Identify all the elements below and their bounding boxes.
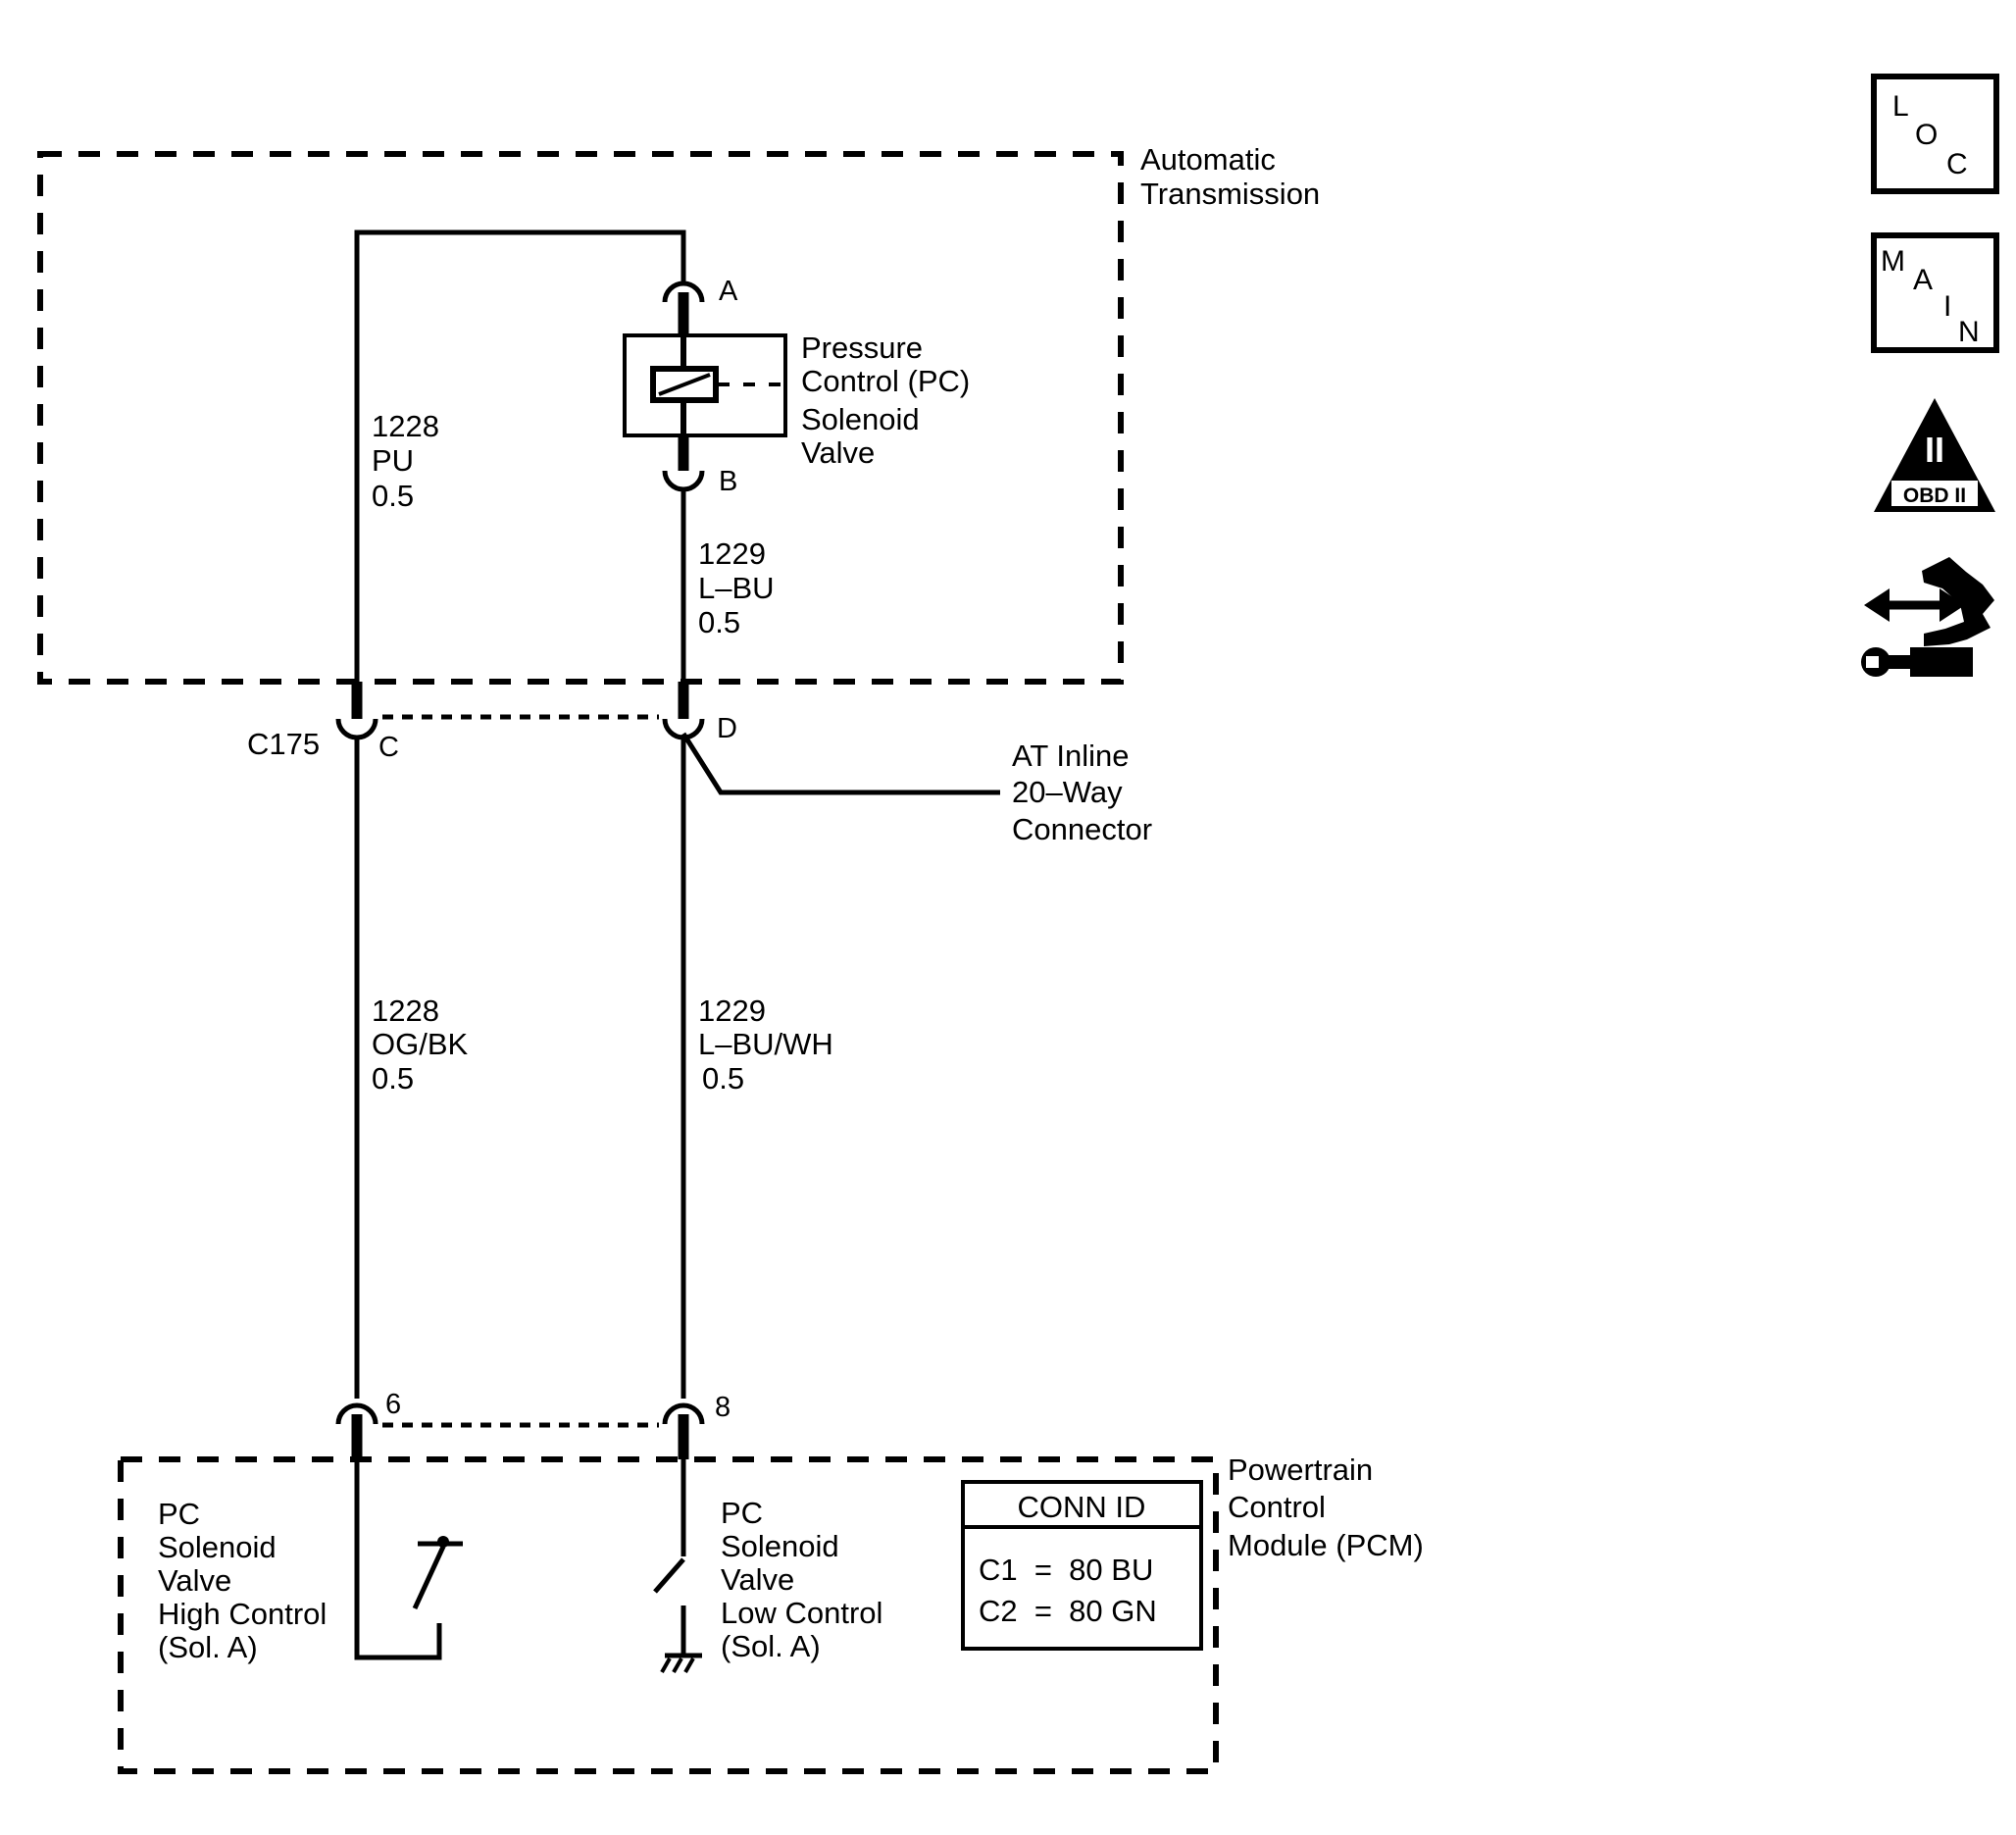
low-control-switch-blade xyxy=(653,1557,685,1594)
obd-ii-roman: II xyxy=(1925,430,1944,470)
high-control-line2: Solenoid xyxy=(158,1530,277,1564)
c175-leader-line xyxy=(680,732,1000,795)
obd-ii-label: OBD II xyxy=(1903,484,1966,507)
pin-a-terminal xyxy=(662,280,705,303)
pin-b-terminal xyxy=(662,470,705,492)
wire-1229-upper-gauge: 0.5 xyxy=(698,605,740,639)
wire-1228-pu xyxy=(354,229,686,682)
loc-letter-l: L xyxy=(1892,90,1909,123)
arrow-right-head xyxy=(1940,588,1965,622)
high-control-line4: High Control xyxy=(158,1597,327,1631)
pcm-label-line2: Control xyxy=(1228,1490,1326,1524)
pcm-pin-8-terminal xyxy=(662,1402,705,1425)
low-control-line3: Valve xyxy=(721,1562,794,1597)
high-control-line3: Valve xyxy=(158,1563,231,1598)
wire-1228-lower-circuit: 1228 xyxy=(372,994,439,1028)
wire-1228-upper-circuit: 1228 xyxy=(372,409,439,443)
low-control-line4: Low Control xyxy=(721,1596,882,1630)
low-control-line2: Solenoid xyxy=(721,1529,839,1563)
main-letter-n: N xyxy=(1958,316,1980,348)
main-letter-i: I xyxy=(1943,290,1951,323)
wire-1228-lower-gauge: 0.5 xyxy=(372,1061,414,1096)
solenoid-label-line3: Solenoid xyxy=(801,402,920,436)
c175-pin-d: D xyxy=(717,713,737,744)
loc-letter-o: O xyxy=(1915,119,1938,151)
pcm-pin-6: 6 xyxy=(385,1389,401,1420)
c175-pin-c: C xyxy=(378,732,399,763)
wire-1229-upper-color: L–BU xyxy=(698,571,775,605)
main-icon-frame xyxy=(1871,232,1999,353)
loc-icon[interactable]: L O C xyxy=(1871,74,1999,194)
low-control-line5: (Sol. A) xyxy=(721,1629,821,1663)
solenoid-label-line4: Valve xyxy=(801,435,875,470)
pcm-label-line3: Module (PCM) xyxy=(1228,1528,1424,1562)
solenoid-label-line2: Control (PC) xyxy=(801,364,970,398)
conn-id-table xyxy=(961,1480,1203,1651)
ground-hatch-1 xyxy=(660,1657,672,1673)
wrench-icon xyxy=(1876,647,1973,677)
obd-ii-label-box xyxy=(1891,481,1978,506)
ground-hatch-3 xyxy=(683,1657,695,1673)
main-icon[interactable]: M A I N xyxy=(1871,232,1999,353)
wrench-jaw xyxy=(1866,656,1879,668)
high-control-switch-circuit xyxy=(354,1459,442,1660)
wire-1228-upper-gauge: 0.5 xyxy=(372,479,414,513)
high-control-line5: (Sol. A) xyxy=(158,1630,258,1664)
solenoid-pin-a: A xyxy=(719,276,738,307)
transmission-label-line1: Automatic xyxy=(1140,142,1276,177)
c175-pin-c-terminal xyxy=(335,718,378,740)
loc-icon-frame xyxy=(1871,74,1999,194)
conn-id-row-c1: C1 = 80 BU xyxy=(979,1553,1153,1587)
conn-id-row-c2: C2 = 80 GN xyxy=(979,1594,1157,1628)
wire-1229-lower-circuit: 1229 xyxy=(698,994,766,1028)
wire-1229-upper-circuit: 1229 xyxy=(698,536,766,571)
pcm-label-line1: Powertrain xyxy=(1228,1453,1373,1487)
solenoid-label-line1: Pressure xyxy=(801,331,923,365)
conn-id-title: CONN ID xyxy=(1018,1490,1146,1524)
wire-1229-lower-gauge: 0.5 xyxy=(702,1061,744,1096)
ground-hatch-2 xyxy=(672,1657,683,1673)
obd-ii-icon[interactable]: II OBD II xyxy=(1874,398,1995,512)
pc-solenoid-box xyxy=(623,333,787,437)
solenoid-pin-b: B xyxy=(719,466,737,497)
wire-1228-lower-color: OG/BK xyxy=(372,1027,469,1061)
loc-letter-c: C xyxy=(1946,148,1968,180)
c175-desc-line2: 20–Way xyxy=(1012,775,1123,809)
high-control-switch-pivot xyxy=(437,1536,449,1548)
pcm-pin-6-terminal xyxy=(335,1402,378,1425)
main-letter-a: A xyxy=(1913,264,1933,296)
wire-1228-upper-color: PU xyxy=(372,443,414,478)
pcm-pin-8: 8 xyxy=(715,1392,731,1423)
wire-1229-lower-color: L–BU/WH xyxy=(698,1027,833,1061)
low-control-line1: PC xyxy=(721,1496,763,1530)
high-control-line1: PC xyxy=(158,1497,200,1531)
diagnostic-procedure-icon[interactable] xyxy=(1861,557,1994,677)
transmission-label-line2: Transmission xyxy=(1140,177,1320,211)
arrow-left-head xyxy=(1864,588,1890,622)
solenoid-coil-slash xyxy=(658,373,711,396)
transmission-boundary xyxy=(37,151,1124,685)
c175-desc-line1: AT Inline xyxy=(1012,739,1129,773)
c175-id: C175 xyxy=(247,727,320,761)
main-letter-m: M xyxy=(1881,245,1905,278)
pcm-boundary xyxy=(118,1456,1219,1774)
c175-desc-line3: Connector xyxy=(1012,812,1152,846)
high-control-switch-blade xyxy=(412,1545,446,1610)
